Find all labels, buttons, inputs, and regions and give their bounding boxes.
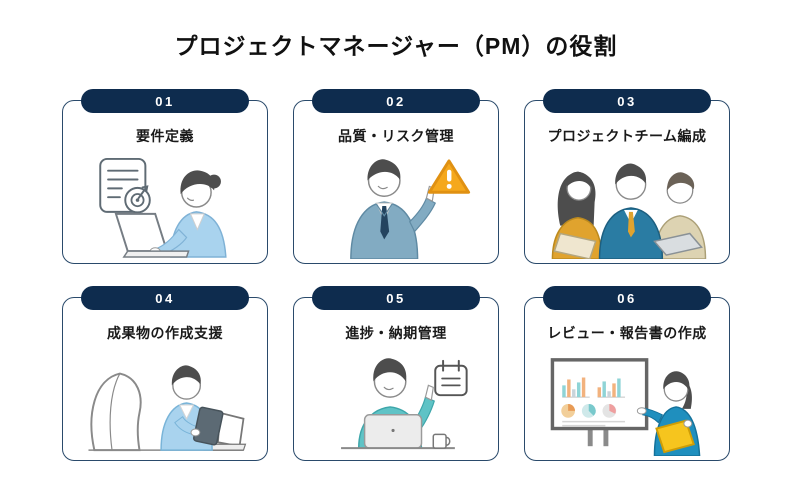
card-number: 01 <box>155 93 175 109</box>
card-title: 品質・リスク管理 <box>338 128 454 144</box>
card-title: プロジェクトチーム編成 <box>547 128 707 144</box>
card-number: 02 <box>386 93 406 109</box>
man-at-laptop <box>357 358 435 449</box>
whiteboard-icon <box>550 358 649 447</box>
man-with-tablet <box>160 365 224 451</box>
page-title: プロジェクトマネージャー（PM）の役割 <box>174 33 618 59</box>
card-number-badge: 01 <box>81 89 249 113</box>
card-number-badge: 02 <box>312 89 480 113</box>
woman-with-folder <box>551 171 603 259</box>
laptop-icon <box>653 232 703 256</box>
woman-at-laptop <box>114 170 227 258</box>
calendar-icon <box>434 359 468 397</box>
cards-grid: 01 要件定義 <box>62 89 730 461</box>
card-requirements-definition: 01 要件定義 <box>62 89 268 264</box>
card-progress-deadline-management: 05 進捗・納期管理 <box>293 286 499 461</box>
card-number-badge: 05 <box>312 286 480 310</box>
card-title: レビュー・報告書の作成 <box>547 325 707 341</box>
warning-triangle-icon <box>427 159 471 194</box>
businessman-pointing <box>350 159 437 259</box>
woman-laptop-illustration <box>63 155 267 259</box>
card-number: 05 <box>386 290 406 306</box>
man-calendar-illustration <box>294 352 498 456</box>
card-review-report-creation: 06 レビュー・報告書の作成 <box>524 286 730 461</box>
woman-whiteboard-illustration <box>525 352 729 456</box>
colleagues-discussion-illustration <box>63 352 267 456</box>
card-deliverable-creation-support: 04 成果物の作成支援 <box>62 286 268 461</box>
card-number: 06 <box>617 290 637 306</box>
card-number: 03 <box>617 93 637 109</box>
card-number-badge: 03 <box>543 89 711 113</box>
card-project-team-formation: 03 プロジェクトチーム編成 <box>524 89 730 264</box>
woman-presenting <box>636 371 701 456</box>
card-quality-risk-management: 02 品質・リスク管理 <box>293 89 499 264</box>
card-number-badge: 06 <box>543 286 711 310</box>
document-target-icon <box>99 157 151 214</box>
man-warning-illustration <box>294 155 498 259</box>
man-in-blue-suit <box>598 163 664 259</box>
mug-icon <box>432 433 451 449</box>
card-title: 進捗・納期管理 <box>345 325 447 341</box>
card-title: 要件定義 <box>136 128 194 144</box>
card-number-badge: 04 <box>81 286 249 310</box>
card-title: 成果物の作成支援 <box>107 325 223 341</box>
woman-back-view <box>90 372 142 452</box>
team-of-three-illustration <box>525 155 729 259</box>
folder-icon <box>655 419 695 454</box>
card-number: 04 <box>155 290 175 306</box>
